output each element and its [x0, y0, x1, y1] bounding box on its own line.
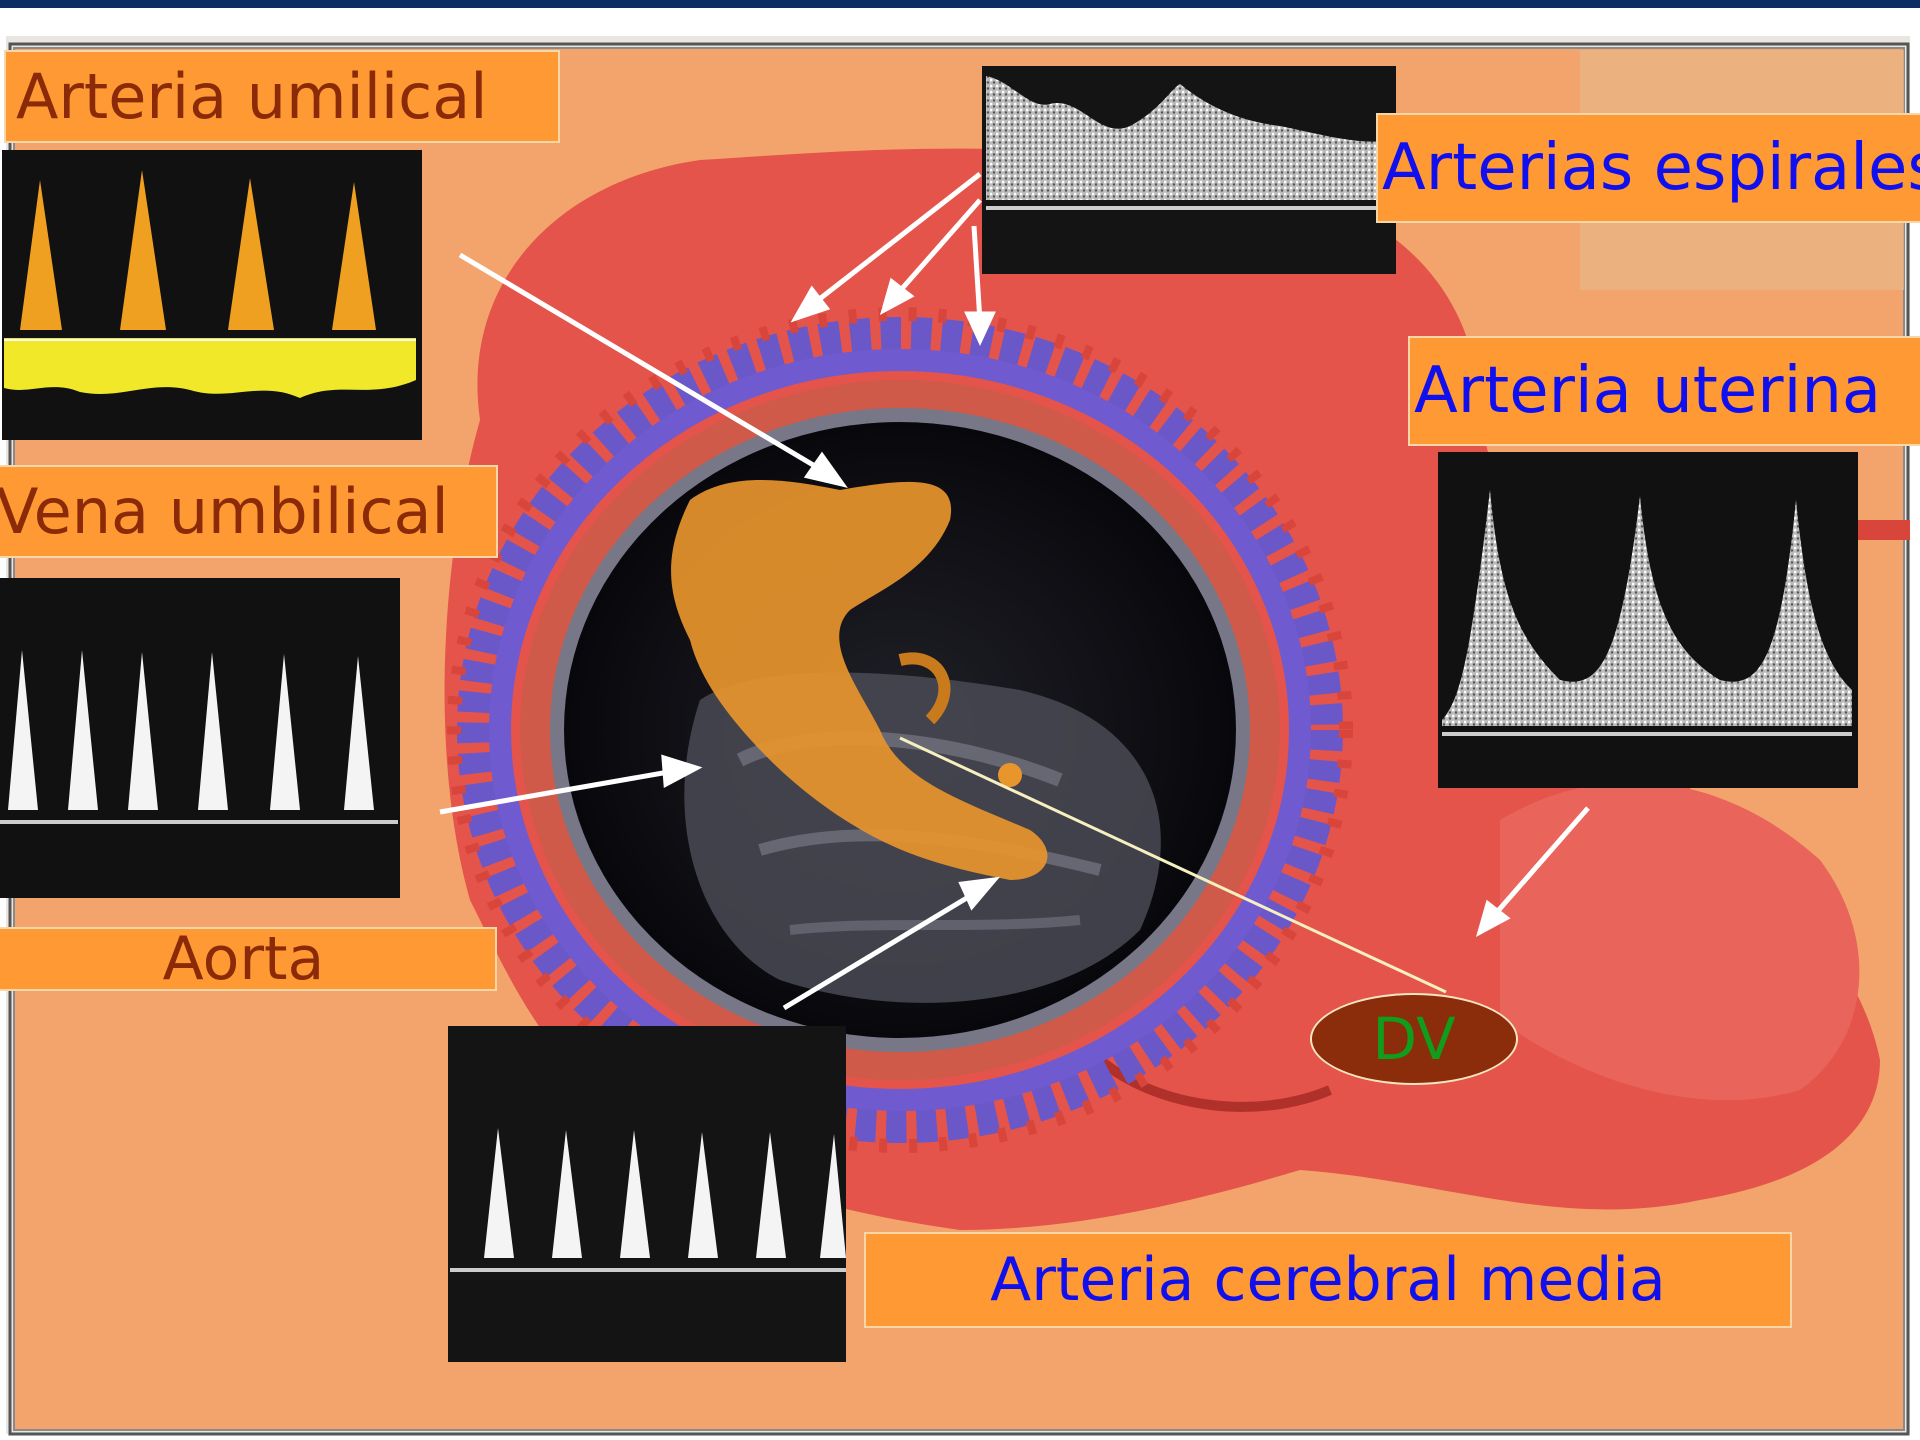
spiral-arteries-label: Arterias espirales	[1376, 113, 1920, 223]
uterine-artery-label: Arteria uterina	[1408, 336, 1920, 446]
aorta-label: Aorta	[0, 927, 497, 991]
ductus-venosus-label: DV	[1310, 993, 1518, 1085]
umbilical-artery-label: Arteria umilical	[4, 50, 560, 143]
middle-cerebral-artery-label: Arteria cerebral media	[864, 1232, 1792, 1328]
umbilical-vein-label: Vena umbilical	[0, 465, 498, 558]
